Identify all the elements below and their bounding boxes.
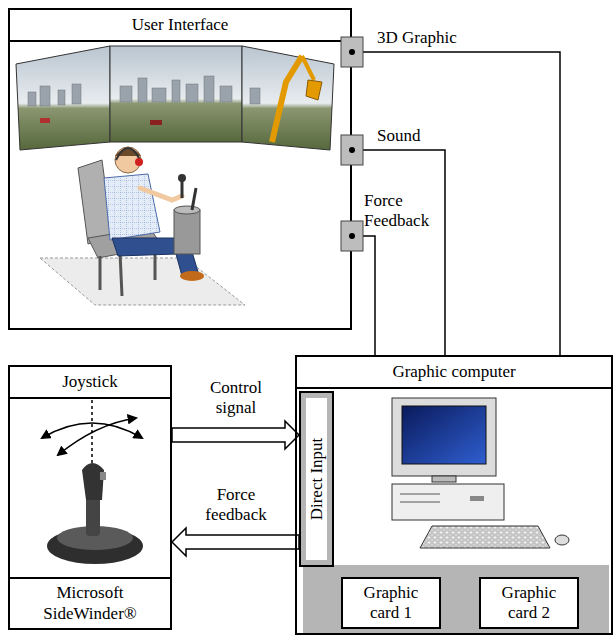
port-dot [349, 147, 355, 153]
vehicle [40, 118, 50, 123]
mouse [555, 535, 569, 545]
building [138, 78, 147, 102]
drive-slot [400, 494, 440, 495]
drive-slot [400, 502, 440, 503]
card-box: Graphic card 1 [341, 577, 441, 629]
motion-arrow [42, 423, 142, 438]
cab-joystick-knob [178, 174, 186, 182]
block-arrow [172, 528, 299, 556]
buildings [28, 76, 260, 106]
port-square [341, 221, 363, 251]
building [28, 92, 36, 106]
port-dot [349, 233, 355, 239]
floor-platform [40, 258, 245, 305]
chair-leg [99, 256, 102, 290]
box-footer: Microsoft SideWinder® [10, 577, 170, 628]
building [220, 86, 232, 102]
port-dot [349, 49, 355, 55]
building [204, 76, 214, 102]
building [152, 88, 166, 102]
building [120, 86, 132, 102]
box-heading: Graphic computer [297, 357, 611, 389]
screen-panel [242, 46, 334, 150]
screen-panel [110, 46, 242, 142]
joystick-stand-top [174, 206, 200, 214]
monitor-stand [432, 476, 456, 482]
building [172, 80, 180, 102]
operator-arm [140, 188, 182, 200]
edge-label: Control signal [188, 378, 284, 419]
headphones-band [116, 148, 140, 160]
axis-line [91, 400, 93, 470]
edge-label: Sound [375, 126, 439, 146]
interface-box: Direct Input [299, 391, 334, 567]
joystick-grip [82, 463, 104, 500]
box-label: Graphic card 1 [349, 583, 433, 624]
building [186, 84, 198, 102]
box-label: Graphic card 2 [487, 583, 571, 624]
headphones-ear [135, 158, 143, 166]
computer-case [392, 484, 504, 520]
panel-box: JoystickMicrosoft SideWinder® [8, 365, 172, 630]
joystick-stand [174, 210, 200, 254]
operator-torso [104, 174, 160, 240]
operator-shoe [180, 271, 204, 281]
signal-line [352, 236, 375, 355]
vehicle [150, 120, 162, 125]
box-heading: Joystick [10, 367, 170, 399]
screen-panel [16, 46, 110, 150]
port-square [341, 135, 363, 165]
building [250, 88, 260, 104]
panel-box: Graphic computerDirect InputGraphic card… [295, 355, 613, 635]
monitor-screen [402, 406, 486, 464]
chair-leg [120, 252, 122, 296]
excavator-bucket [306, 80, 322, 100]
keyboard [420, 526, 550, 548]
port-square [341, 37, 363, 67]
cab-joystick [192, 188, 196, 210]
panel-box: User Interface [8, 8, 352, 330]
signal-line [352, 150, 445, 355]
edge-label: Force feedback [188, 485, 284, 526]
edge-label: Force Feedback [362, 191, 442, 232]
cab-joystick [181, 180, 184, 198]
block-arrow [172, 421, 299, 449]
excavator-arm [272, 56, 302, 142]
card-box: Graphic card 2 [479, 577, 579, 629]
building [58, 90, 65, 105]
motion-arrow [58, 418, 136, 455]
building [72, 84, 81, 104]
monitor [392, 398, 496, 476]
drive-slot [470, 496, 484, 501]
signal-line [352, 52, 560, 355]
box-heading: User Interface [10, 10, 350, 42]
excavator-arm [302, 56, 314, 80]
joystick-button [100, 472, 106, 480]
building [40, 86, 50, 106]
box-label: Direct Input [306, 438, 326, 521]
edge-label: 3D Graphic [375, 28, 469, 48]
